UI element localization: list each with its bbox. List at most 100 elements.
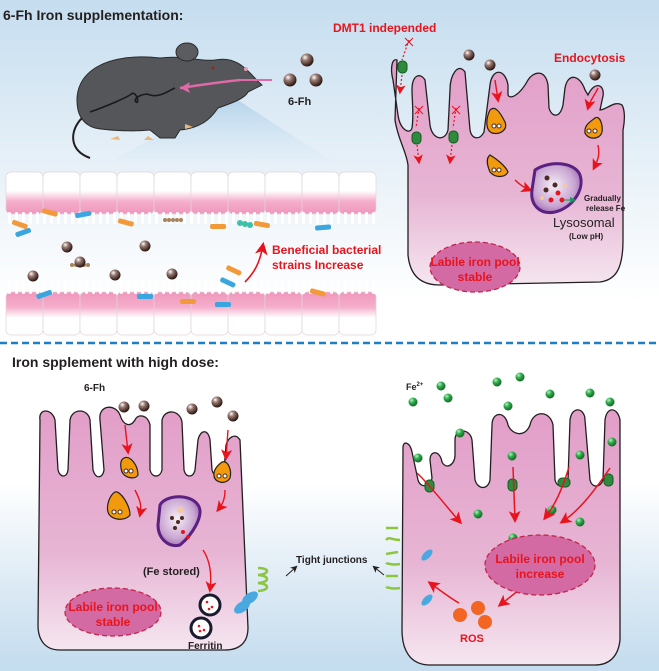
fe2-ion (503, 401, 513, 411)
gut-bacteria (12, 208, 332, 307)
bacterium (36, 289, 52, 299)
microvillus-gap (316, 212, 319, 224)
endocytosis-label: Endocytosis (554, 51, 626, 65)
gut-epithelium-upper (5, 171, 377, 224)
microvillus-gap (155, 282, 158, 294)
top-panel-title: 6-Fh Iron supplementation: (3, 7, 184, 23)
microvillus-gap (225, 212, 228, 224)
microvillus-gap (141, 282, 144, 294)
microvillus-gap (71, 212, 74, 224)
microvillus-gap (344, 282, 347, 294)
microvillus-gap (8, 212, 11, 224)
bacterium (226, 265, 242, 276)
fe2-ion (455, 428, 465, 438)
microvillus-gap (344, 212, 347, 224)
microvillus-gap (78, 282, 81, 294)
pool-br-line1: Labile iron pool (495, 552, 585, 566)
microvillus-gap (372, 212, 375, 224)
microvillus-gap (372, 282, 375, 294)
gut-cell (153, 291, 192, 336)
microvillus-gap (36, 282, 39, 294)
microvillus-gap (225, 282, 228, 294)
dmt1-blocked-paths (396, 39, 457, 165)
bacterium (253, 220, 270, 229)
fe2-superscript: 2+ (416, 382, 424, 388)
microvillus-gap (29, 212, 32, 224)
microvillus-gap (183, 282, 186, 294)
microvillus-gap (232, 212, 235, 224)
microvillus-gap (71, 282, 74, 294)
microvillus-gap (253, 282, 256, 294)
6fh-particles-cell-top (463, 49, 601, 81)
microvillus-gap (169, 212, 172, 224)
microvillus-gap (64, 212, 67, 224)
microvillus-gap (309, 212, 312, 224)
gut-cell (5, 171, 44, 215)
chain-bacterium (70, 263, 74, 267)
fe2-influx-arrows (416, 466, 611, 607)
zoom-beam (110, 95, 330, 162)
microvillus-gap (92, 282, 95, 294)
endosome-particles-bottom (111, 468, 228, 515)
microvillus-gap (302, 212, 305, 224)
microvillus-gap (183, 212, 186, 224)
microvillus-gap (358, 212, 361, 224)
microvillus-gap (106, 212, 109, 224)
microvillus-gap (22, 282, 25, 294)
6fh-particles-bottom (118, 396, 239, 422)
labile-iron-pool-bottom-left (64, 587, 162, 637)
fe2-ion (492, 377, 502, 387)
gradually-release-label: Gradually release Fe (584, 194, 625, 214)
microvillus-gap (148, 212, 151, 224)
microvillus-gap (351, 282, 354, 294)
6fh-particles-top (283, 53, 323, 87)
microvillus-gap (113, 212, 116, 224)
microvillus-gap (148, 282, 151, 294)
gut-cell (301, 291, 340, 336)
fe-stored-label: (Fe stored) (143, 566, 200, 578)
tight-junctions-label: Tight junctions (296, 555, 368, 566)
microvillus-gap (127, 282, 130, 294)
microvillus-gap (295, 282, 298, 294)
enterocyte-bottom-left (37, 406, 249, 651)
fe2-ion (607, 437, 617, 447)
microvillus-gap (288, 212, 291, 224)
microvillus-gap (57, 212, 60, 224)
gut-cell (153, 171, 192, 215)
microvillus-gap (204, 282, 207, 294)
microvillus-gap (246, 282, 249, 294)
labile-pool-bottom-right-label: Labile iron pool increase (485, 552, 595, 582)
gut-cell (264, 291, 303, 336)
lysosome-bottom (156, 495, 202, 548)
microvillus-gap (64, 282, 67, 294)
release-line2: release Fe (586, 204, 626, 213)
pool-top-line2: stable (457, 270, 493, 284)
lysosome-ph-label: (Low pH) (569, 232, 604, 241)
microvillus-gap (29, 282, 32, 294)
fe2-ion (408, 397, 418, 407)
fe2-ion (507, 451, 517, 461)
fe2-text: Fe (406, 382, 417, 392)
fe2-ion (575, 517, 585, 527)
microvillus-gap (22, 212, 25, 224)
gut-cell (264, 171, 303, 215)
microvillus-gap (43, 212, 46, 224)
bacteria-increase-arrow (244, 241, 268, 283)
ferritin-label: Ferritin (188, 641, 223, 652)
lysosome-top (530, 162, 583, 215)
microvillus-gap (162, 282, 165, 294)
fe2-ion (436, 381, 446, 391)
microvillus-gap (43, 282, 46, 294)
microvillus-gap (281, 282, 284, 294)
microvillus-gap (274, 282, 277, 294)
lysosome-label: Lysosomal (553, 215, 615, 230)
chain-bacterium (167, 218, 171, 222)
microvillus-gap (337, 282, 340, 294)
gut-cell (190, 171, 229, 215)
microvillus-gap (176, 212, 179, 224)
bacterium (15, 227, 31, 237)
microvillus-gap (190, 282, 193, 294)
ros-icons (453, 601, 492, 629)
pool-bl-line1: Labile iron pool (68, 600, 158, 614)
bacterium (41, 208, 58, 217)
